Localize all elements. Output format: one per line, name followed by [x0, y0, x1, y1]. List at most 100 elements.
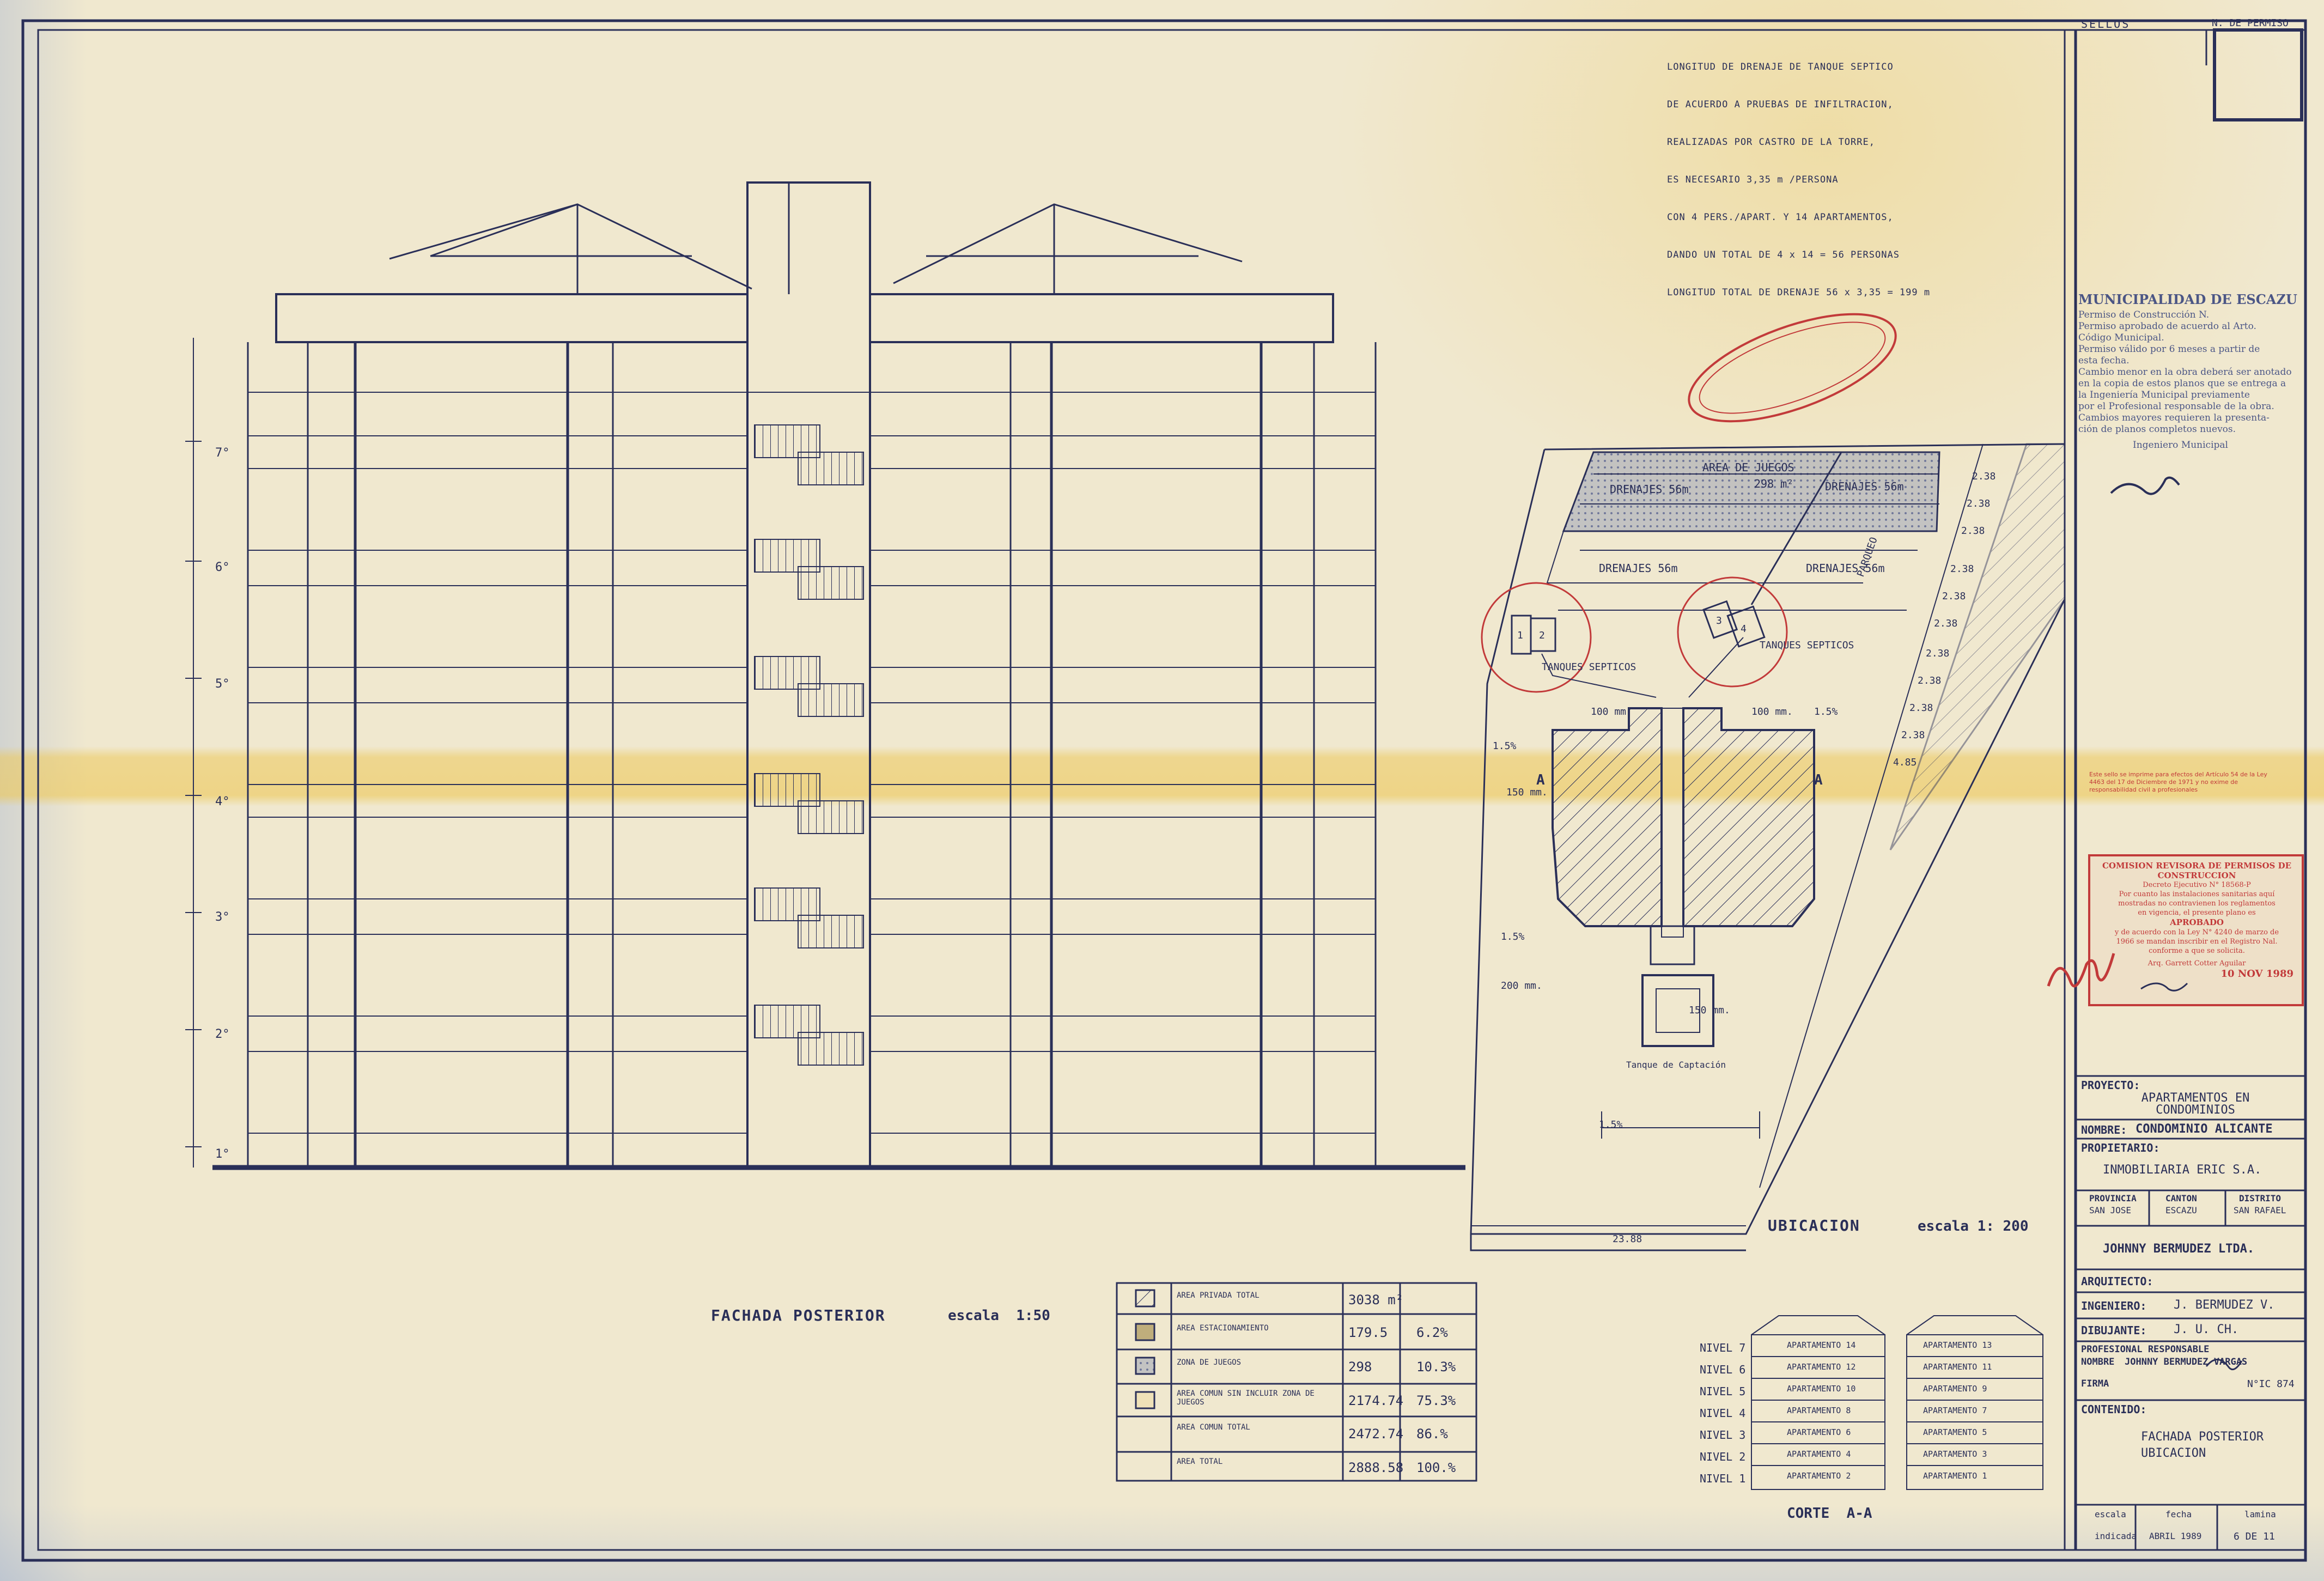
boundary-dim: 2.38 — [1942, 591, 1966, 602]
sheet-border — [21, 19, 2307, 1562]
firma-label: FIRMA — [2081, 1378, 2109, 1389]
stair-tower — [746, 181, 871, 1169]
boundary-dim: 2.38 — [1901, 729, 1925, 741]
nivel-label: NIVEL 1 — [1700, 1472, 1746, 1485]
area-row-value: 2888.58 — [1348, 1460, 1404, 1475]
comision-line: mostradas no contravienen los reglamento… — [2118, 899, 2276, 908]
site-plan — [1470, 443, 2066, 1251]
municipal-line: Cambio menor en la obra deberá ser anota… — [2078, 367, 2292, 378]
canton-label: CANTON — [2165, 1193, 2197, 1203]
nivel-label: NIVEL 3 — [1700, 1428, 1746, 1442]
septic-tank-3 — [1702, 600, 1738, 639]
section-a-a — [1751, 1315, 2043, 1490]
escala-value: indicada — [2095, 1531, 2137, 1541]
propietario-value: INMOBILIARIA ERIC S.A. — [2103, 1163, 2262, 1177]
municipal-line: Cambios mayores requieren la presenta- — [2078, 412, 2270, 423]
area-row-pct: 86.% — [1416, 1426, 1448, 1442]
apartment-label: APARTAMENTO 9 — [1923, 1384, 1987, 1394]
area-row-pct: 100.% — [1416, 1460, 1456, 1475]
area-row-label: AREA PRIVADA TOTAL — [1177, 1291, 1260, 1300]
septic-tanks-label: TANQUES SEPTICOS — [1760, 640, 1854, 651]
drain-label: DRENAJES 56m — [1610, 483, 1689, 496]
section-mark: A — [1536, 772, 1545, 788]
profesional-label: PROFESIONAL RESPONSABLE — [2081, 1344, 2210, 1355]
apartment-label: APARTAMENTO 13 — [1923, 1340, 1992, 1350]
nivel-label: NIVEL 6 — [1700, 1363, 1746, 1376]
firm-name: JOHNNY BERMUDEZ LTDA. — [2103, 1242, 2255, 1256]
pipe-label: 150 mm. — [1689, 1005, 1730, 1016]
section-title: CORTE A-A — [1787, 1505, 1872, 1522]
comision-line: Decreto Ejecutivo N° 18568-P — [2143, 881, 2251, 889]
profesional-value: JOHNNY BERMUDEZ VARGAS — [2125, 1357, 2248, 1367]
municipal-line: la Ingeniería Municipal previamente — [2078, 390, 2250, 400]
elevation-title: FACHADA POSTERIOR — [711, 1306, 886, 1324]
ingeniero-value: J. BERMUDEZ V. — [2174, 1298, 2275, 1312]
section-mark: A — [1814, 772, 1823, 788]
profesional-nombre-label: NOMBRE — [2081, 1357, 2115, 1367]
apartment-label: APARTAMENTO 10 — [1787, 1384, 1856, 1394]
level-labels: 7° 6° 5° 4° 3° 2° 1° — [215, 446, 230, 1161]
rear-elevation — [185, 181, 1465, 1170]
boundary-dim: 2.38 — [1950, 563, 1974, 575]
floor-bands — [248, 392, 1376, 1134]
building-plan-left — [1552, 707, 1663, 927]
area-row-pct: 10.3% — [1416, 1359, 1456, 1375]
septic-tank-2 — [1530, 617, 1556, 652]
boundary-dim: 2.38 — [1961, 525, 1985, 537]
boundary-dim: 2.38 — [1967, 498, 1990, 509]
fecha-value: ABRIL 1989 — [2149, 1531, 2202, 1541]
municipal-line: esta fecha. — [2078, 355, 2130, 366]
bottom-dimension: 23.88 — [1613, 1233, 1642, 1245]
comision-stamp: COMISION REVISORA DE PERMISOS DE CONSTRU… — [2095, 861, 2299, 980]
right-roof — [893, 203, 1243, 284]
stair-flights — [754, 424, 864, 1066]
lamina-value: 6 DE 11 — [2234, 1531, 2275, 1542]
area-row-value: 3038 m² — [1348, 1292, 1404, 1308]
site-plan-title: UBICACION — [1768, 1217, 1860, 1235]
pipe-label: 200 mm. — [1501, 980, 1542, 992]
area-row-label: AREA COMUN SIN INCLUIR ZONA DE JUEGOS — [1177, 1389, 1315, 1407]
ic-number: N°IC 874 — [2247, 1378, 2295, 1390]
left-roof — [389, 203, 752, 290]
water-tank-tower — [1641, 974, 1714, 1047]
municipal-line: Permiso aprobado de acuerdo al Arto. — [2078, 321, 2256, 332]
columns — [247, 342, 1377, 1167]
area-row-value: 179.5 — [1348, 1325, 1388, 1340]
contenido-line-2: UBICACION — [2141, 1446, 2206, 1460]
drainage-notes: LONGITUD DE DRENAJE DE TANQUE SEPTICO DE… — [1667, 38, 1930, 312]
area-row-label: ZONA DE JUEGOS — [1177, 1358, 1242, 1367]
title-block-grid — [2074, 28, 2307, 1551]
proyecto-label: PROYECTO: — [2081, 1079, 2140, 1092]
level-label: 4° — [215, 795, 230, 808]
play-area — [1562, 451, 1940, 532]
nombre-label: NOMBRE: — [2081, 1123, 2127, 1136]
area-row-value: 2174.74 — [1348, 1393, 1404, 1408]
comision-line: en vigencia, el presente plano es — [2138, 909, 2256, 917]
area-row-pct: 75.3% — [1416, 1393, 1456, 1408]
municipal-line: en la copia de estos planos que se entre… — [2078, 378, 2286, 389]
sellos-label: SELLOS — [2081, 17, 2131, 31]
boundary-dim: 2.38 — [1972, 471, 1996, 482]
apartment-label: APARTAMENTO 7 — [1923, 1406, 1987, 1415]
slope-label: 1.5% — [1493, 740, 1517, 752]
municipal-stamp-title: MUNICIPALIDAD DE ESCAZU — [2078, 291, 2297, 307]
pipe-label: 150 mm. — [1506, 787, 1548, 798]
nivel-label: NIVEL 2 — [1700, 1450, 1746, 1463]
septic-tanks-label: TANQUES SEPTICOS — [1542, 661, 1636, 673]
top-beam-right — [869, 293, 1334, 343]
dibujante-label: DIBUJANTE: — [2081, 1324, 2147, 1337]
drain-field-left — [1546, 531, 1863, 583]
area-row-value: 298 — [1348, 1359, 1372, 1375]
section-roof-right — [1906, 1315, 2043, 1335]
distrito-label: DISTRITO — [2239, 1193, 2282, 1203]
tank-number: 3 — [1716, 615, 1722, 627]
note-line: ES NECESARIO 3,35 m /PERSONA — [1667, 174, 1839, 185]
provincia-label: PROVINCIA — [2089, 1193, 2137, 1203]
apartment-label: APARTAMENTO 3 — [1923, 1449, 1987, 1459]
note-line: DANDO UN TOTAL DE 4 x 14 = 56 PERSONAS — [1667, 250, 1900, 260]
level-label: 6° — [215, 561, 230, 574]
top-beam-left — [275, 293, 749, 343]
apartment-label: APARTAMENTO 4 — [1787, 1449, 1851, 1459]
